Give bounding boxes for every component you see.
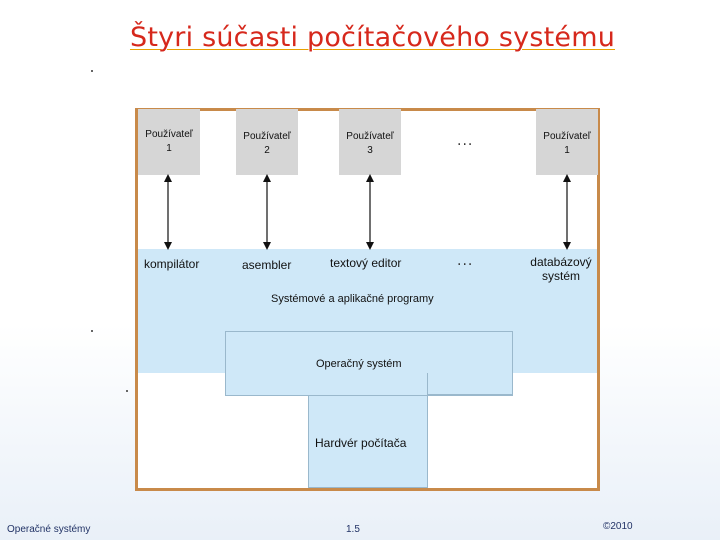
footer-copyright: ©2010 [603, 521, 633, 532]
stray-dot [126, 390, 128, 392]
user-label: Používateľ [145, 129, 193, 140]
footer-page-number: 1.5 [346, 524, 360, 535]
users-ellipsis: ... [457, 133, 474, 149]
program-database: databázový systém [528, 255, 594, 283]
hardware-layer [308, 395, 428, 488]
stray-dot [91, 330, 93, 332]
user-box-1: Používateľ 1 [138, 109, 200, 175]
stray-dot [91, 70, 93, 72]
slide-title: Štyri súčasti počítačového systému [129, 22, 616, 53]
user-box-n: Používateľ 1 [536, 109, 598, 175]
program-database-line2: systém [541, 269, 580, 283]
layer-label-os: Operačný systém [316, 358, 402, 370]
user-number: 2 [264, 145, 270, 156]
user-label: Používateľ [346, 131, 394, 142]
user-label: Používateľ [543, 131, 591, 142]
os-layer-right-ext [427, 373, 513, 395]
program-compiler: kompilátor [144, 257, 200, 271]
layer-label-hardware: Hardvér počítača [315, 436, 407, 450]
footer-left: Operačné systémy [7, 524, 91, 535]
layer-label-programs: Systémové a aplikačné programy [271, 293, 434, 305]
user-number: 1 [564, 145, 570, 156]
program-text-editor: textový editor [330, 256, 402, 270]
user-number: 1 [166, 143, 172, 154]
program-database-line1: databázový [530, 255, 592, 269]
user-box-2: Používateľ 2 [236, 109, 298, 175]
user-number: 3 [367, 145, 373, 156]
programs-ellipsis: ... [457, 253, 474, 269]
user-box-3: Používateľ 3 [339, 109, 401, 175]
program-assembler: asembler [242, 258, 292, 272]
user-label: Používateľ [243, 131, 291, 142]
